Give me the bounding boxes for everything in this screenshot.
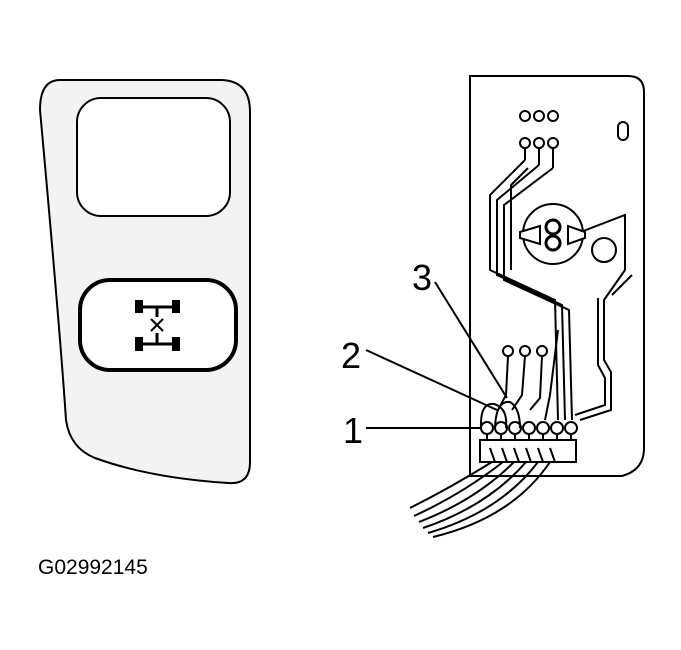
- figure-id-label: G02992145: [38, 556, 148, 579]
- callout-leaders: [365, 281, 508, 429]
- board-slot: [617, 121, 629, 141]
- switch-upper-window: [76, 97, 231, 217]
- terminal-pad-row: [480, 421, 578, 435]
- callout-label-1: 1: [343, 410, 363, 451]
- leader-line-3: [434, 281, 508, 399]
- four-wheel-drive-axle-icon: [135, 300, 180, 351]
- callout-label-2: 2: [341, 335, 361, 376]
- wire-harness: [409, 461, 551, 538]
- rotary-component: [519, 203, 617, 265]
- wire-connector: [479, 434, 577, 463]
- callout-label-3: 3: [412, 257, 432, 298]
- middle-pad-group: [502, 345, 548, 357]
- switch-assembly: [38, 79, 251, 485]
- circuit-board: [409, 75, 645, 538]
- leader-line-2: [365, 349, 498, 411]
- circuit-board-outline: [469, 75, 645, 477]
